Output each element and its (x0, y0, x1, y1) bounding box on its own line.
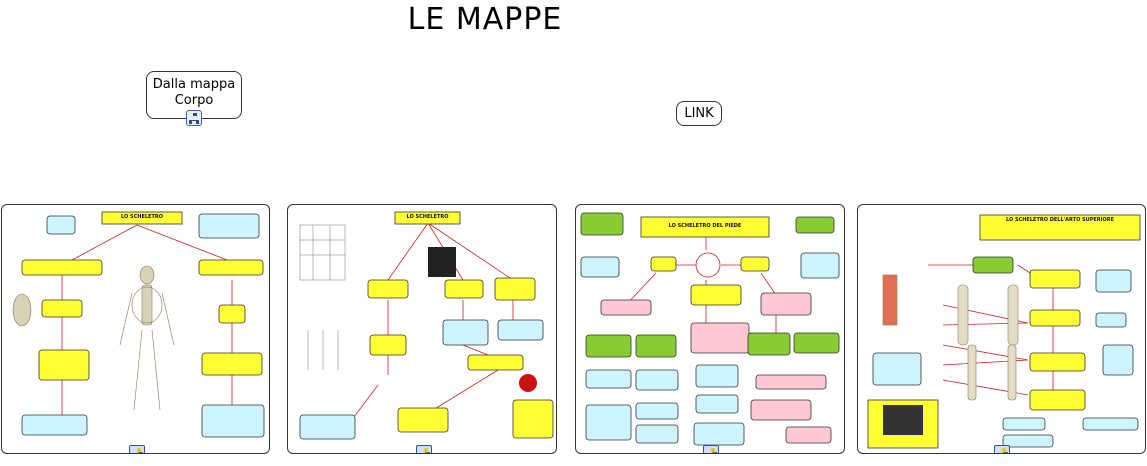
corpo-link-line1: Dalla mappa (152, 77, 236, 92)
thumbnail-title: LO SCHELETRO (406, 214, 449, 220)
image-icon[interactable] (129, 445, 145, 453)
thumbnail-title: LO SCHELETRO DEL PIEDE (668, 223, 742, 229)
page-title: LE MAPPE (407, 2, 563, 37)
image-icon[interactable] (416, 445, 432, 453)
image-icon[interactable] (703, 445, 719, 453)
thumbnail-scheletro-piede[interactable]: LO SCHELETRO DEL PIEDE (575, 204, 845, 454)
link-node[interactable]: LINK (676, 101, 722, 126)
thumbnail-1-map (12, 211, 265, 438)
thumbnail-scheletro-1[interactable]: LO SCHELETRO (1, 204, 270, 454)
thumbnail-4-map (867, 214, 1141, 449)
thumbnail-title: LO SCHELETRO DELL'ARTO SUPERIORE (1005, 217, 1115, 223)
image-icon[interactable] (994, 445, 1010, 453)
map-link-icon[interactable] (186, 110, 202, 126)
thumbnail-title: LO SCHELETRO (121, 214, 163, 220)
thumbnail-arto-superiore[interactable]: LO SCHELETRO DELL'ARTO SUPERIORE (857, 204, 1146, 454)
corpo-link-line2: Corpo (174, 93, 214, 108)
thumbnail-3-map (580, 212, 840, 446)
thumbnail-2-map (299, 211, 554, 440)
thumbnail-scheletro-2[interactable]: LO SCHELETRO (287, 204, 557, 454)
